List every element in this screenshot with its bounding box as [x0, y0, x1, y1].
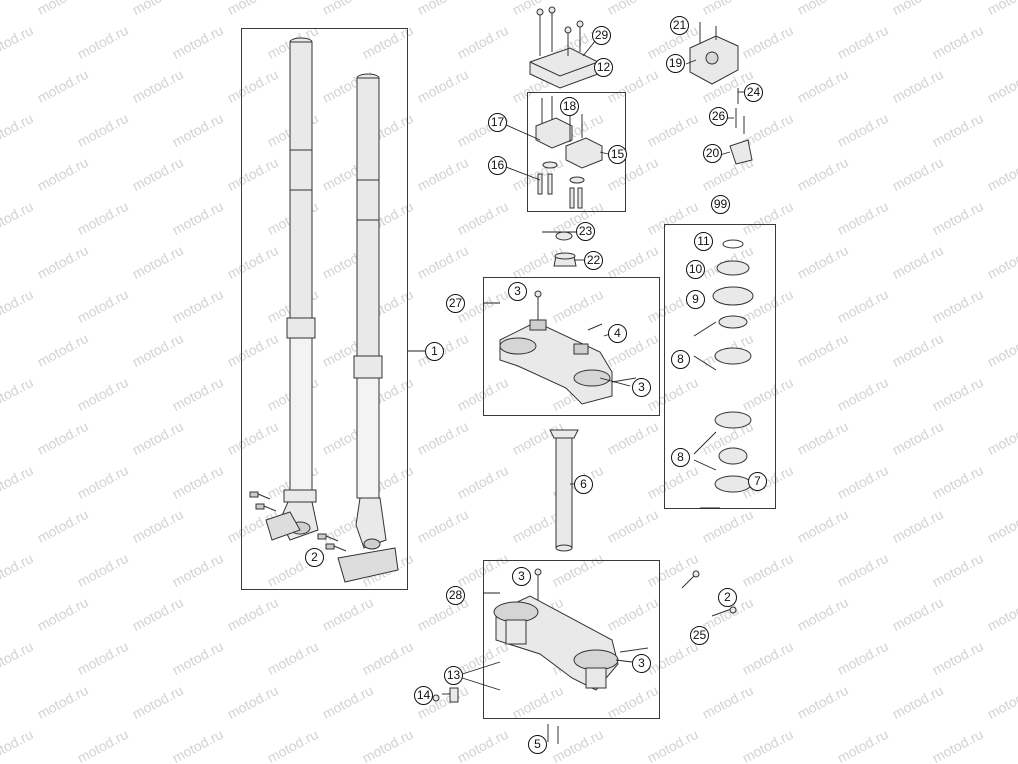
lower-triple-clamp-frame [483, 560, 660, 719]
right-fork-leg [337, 73, 399, 583]
callout-9: 9 [686, 290, 705, 309]
callout-25: 25 [690, 626, 709, 645]
callout-7: 7 [748, 472, 767, 491]
callout-8-lower: 8 [671, 448, 690, 467]
misc-bolts [432, 570, 737, 744]
steering-nuts [553, 231, 577, 267]
axle-clamp-bolts [249, 491, 347, 552]
steering-stem [549, 429, 579, 552]
callout-17: 17 [488, 113, 507, 132]
callout-18: 18 [560, 97, 579, 116]
callout-4: 4 [608, 324, 627, 343]
callout-24: 24 [744, 83, 763, 102]
callout-3-upper-bolt: 3 [508, 282, 527, 301]
handlebar-top-clamp [529, 6, 599, 89]
callout-3-lower-bolt: 3 [512, 567, 531, 586]
callout-6: 6 [574, 475, 593, 494]
callout-23: 23 [576, 222, 595, 241]
callout-1: 1 [425, 342, 444, 361]
callout-3-upper-side: 3 [632, 378, 651, 397]
callout-12: 12 [594, 58, 613, 77]
lower-triple-clamp [493, 568, 649, 691]
handlebar-mount-group [689, 22, 753, 165]
callout-16: 16 [488, 156, 507, 175]
callout-10: 10 [686, 260, 705, 279]
callout-19: 19 [666, 54, 685, 73]
callout-11: 11 [694, 232, 713, 251]
callout-21: 21 [670, 16, 689, 35]
callout-3-lower-side: 3 [632, 654, 651, 673]
callout-22: 22 [584, 251, 603, 270]
callout-8-upper: 8 [671, 350, 690, 369]
callout-29: 29 [592, 26, 611, 45]
steering-bearing-frame [664, 224, 776, 509]
callout-13: 13 [444, 666, 463, 685]
callout-2-fork: 2 [305, 548, 324, 567]
steering-bearings [712, 239, 754, 493]
upper-triple-clamp-frame [483, 277, 660, 416]
handlebar-clamps [535, 96, 603, 209]
callout-15: 15 [608, 145, 627, 164]
callout-20: 20 [703, 144, 722, 163]
callout-2-right: 2 [718, 588, 737, 607]
callout-99: 99 [711, 195, 730, 214]
callout-26: 26 [709, 107, 728, 126]
left-fork-leg [265, 37, 319, 541]
callout-14: 14 [414, 686, 433, 705]
upper-triple-clamp [499, 290, 637, 405]
callout-27: 27 [446, 294, 465, 313]
callout-5: 5 [528, 735, 547, 754]
fork-frame [241, 28, 408, 590]
callout-28: 28 [446, 586, 465, 605]
